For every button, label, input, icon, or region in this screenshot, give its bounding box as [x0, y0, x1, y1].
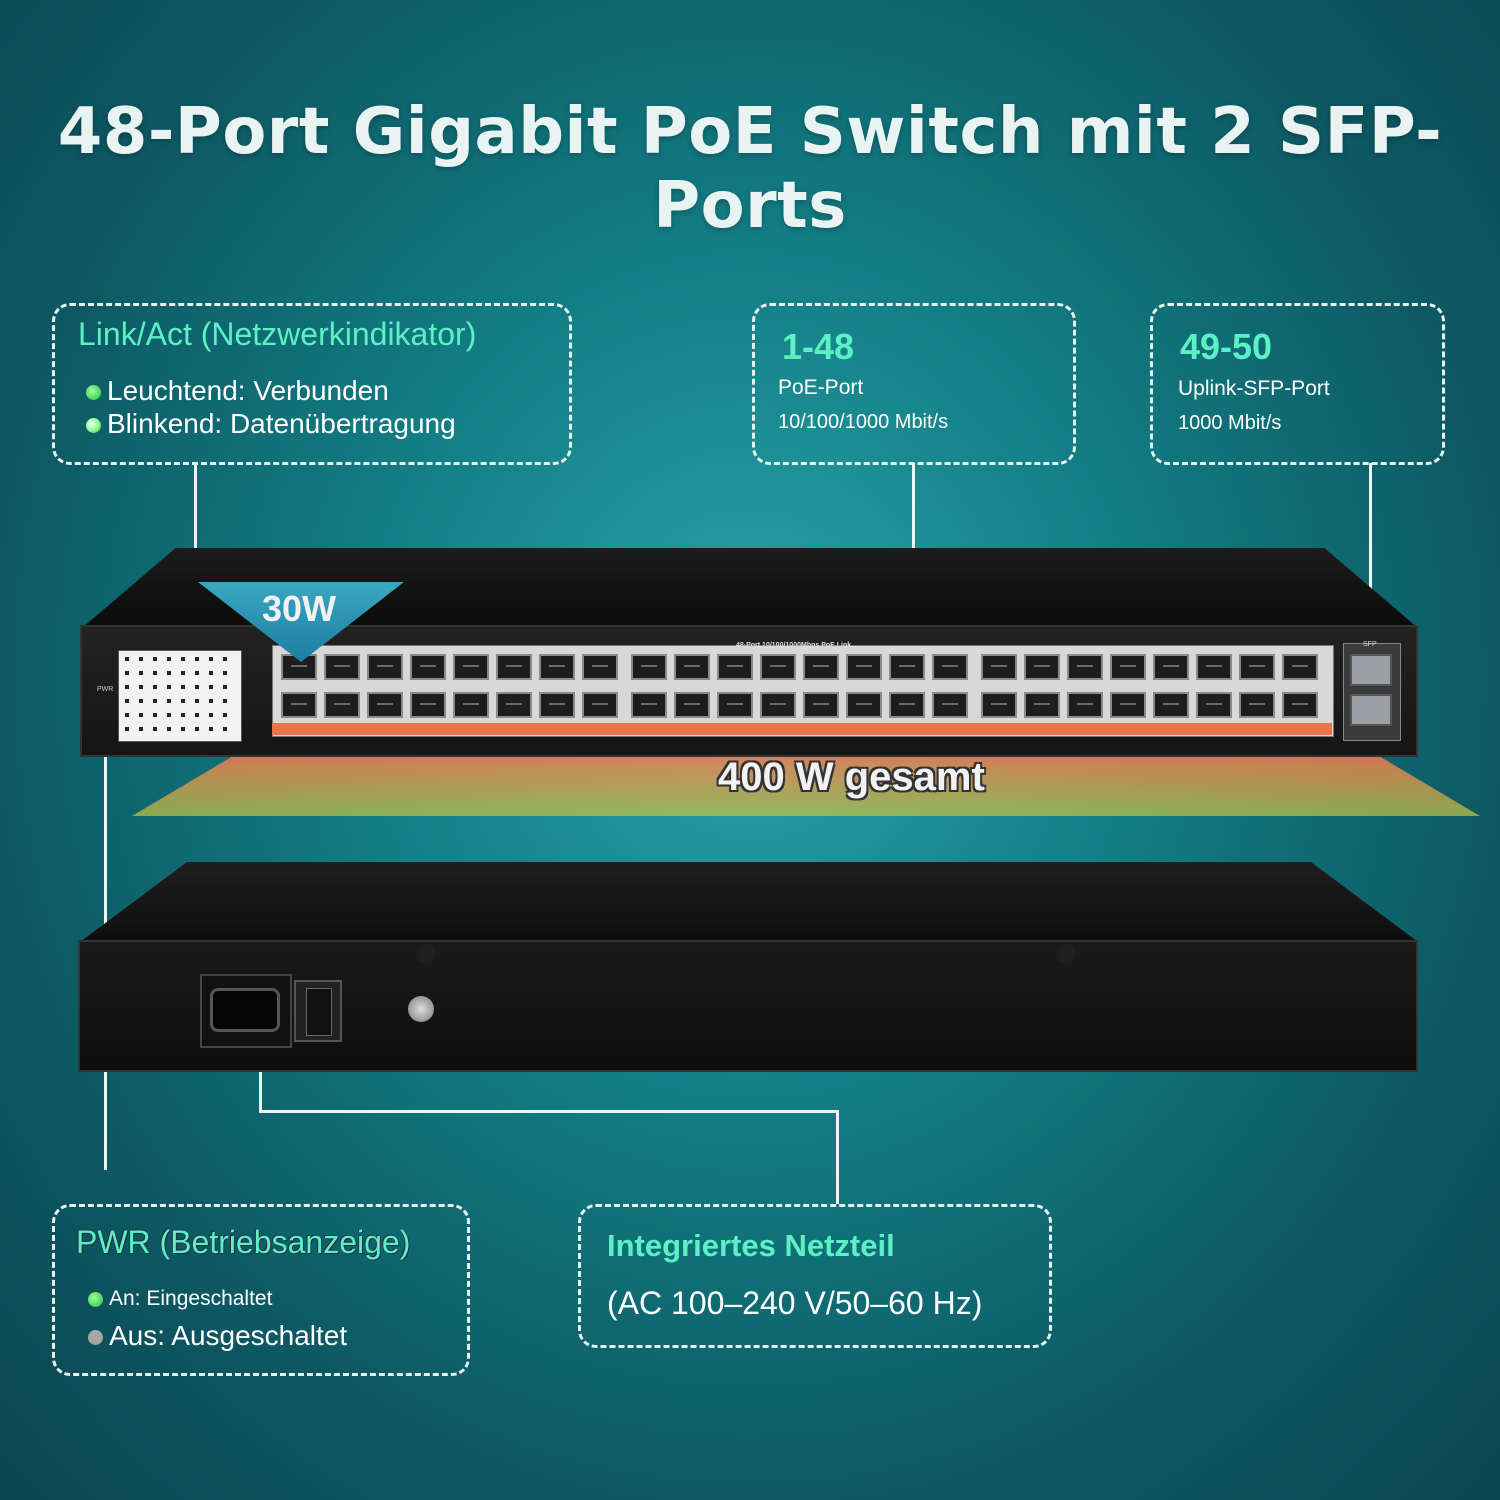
- psu-callout: [578, 1204, 1052, 1348]
- poe-ports-heading: 1-48: [782, 326, 855, 367]
- per-port-power-label: 30W: [262, 588, 337, 629]
- connector-line: [259, 1110, 839, 1113]
- rj45-port: [717, 692, 753, 718]
- rj45-port: [803, 692, 839, 718]
- port-led-panel: [118, 650, 242, 742]
- sfp-ports-speed: 1000 Mbit/s: [1178, 412, 1282, 434]
- rj45-port: [410, 654, 446, 680]
- rj45-port: [539, 692, 575, 718]
- grey-led-icon: [88, 1330, 103, 1346]
- rj45-port: [717, 654, 753, 680]
- pwr-heading: PWR (Betriebsanzeige): [76, 1224, 411, 1260]
- rj45-port: [1024, 654, 1060, 680]
- sfp-ports-heading: 49-50: [1180, 326, 1273, 367]
- link-act-item-label: Leuchtend: Verbunden: [107, 375, 389, 406]
- rj45-port: [281, 692, 317, 718]
- pwr-item-label: Aus: Ausgeschaltet: [109, 1320, 348, 1351]
- green-led-icon: [86, 385, 101, 401]
- link-act-callout: [52, 303, 572, 465]
- ac-power-inlet: [200, 974, 292, 1048]
- rj45-port: [1067, 654, 1103, 680]
- rj45-port: [1282, 692, 1318, 718]
- connector-line: [259, 1048, 262, 1112]
- rj45-port: [981, 692, 1017, 718]
- rj45-port: [410, 692, 446, 718]
- total-power-label: 400 W gesamt: [718, 755, 985, 799]
- rj45-port: [496, 692, 532, 718]
- rj45-port: [367, 692, 403, 718]
- rj45-port: [1110, 654, 1146, 680]
- rj45-port: [1067, 692, 1103, 718]
- sfp-label: SFP: [1363, 641, 1377, 648]
- connector-line: [836, 1110, 839, 1204]
- rj45-port: [631, 692, 667, 718]
- rj45-port: [1239, 692, 1275, 718]
- rj45-port: [539, 654, 575, 680]
- rj45-port: [1153, 692, 1189, 718]
- psu-spec: (AC 100–240 V/50–60 Hz): [607, 1285, 983, 1321]
- poe-ports-type: PoE-Port: [778, 376, 864, 399]
- page-title: 48-Port Gigabit PoE Switch mit 2 SFP-Por…: [57, 95, 1443, 243]
- ground-screw-icon: [408, 996, 434, 1022]
- rj45-port: [1239, 654, 1275, 680]
- rj45-port: [846, 692, 882, 718]
- green-led-icon: [88, 1291, 103, 1307]
- rj45-port: [1110, 692, 1146, 718]
- rj45-port: [889, 654, 925, 680]
- pwr-item-on: An: Eingeschaltet: [88, 1287, 272, 1311]
- sfp-ports-callout: [1150, 303, 1445, 465]
- pwr-label: PWR: [97, 686, 114, 693]
- connector-line: [1369, 463, 1372, 643]
- port-number-strip: [272, 723, 1332, 735]
- rj45-port: [1282, 654, 1318, 680]
- sfp-ports-type: Uplink-SFP-Port: [1178, 377, 1330, 400]
- pwr-item-off: Aus: Ausgeschaltet: [88, 1320, 347, 1352]
- rj45-port: [1153, 654, 1189, 680]
- sfp-port: [1350, 654, 1392, 686]
- rj45-port: [324, 654, 360, 680]
- rj45-port: [1196, 654, 1232, 680]
- rj45-port: [496, 654, 532, 680]
- rj45-port: [981, 654, 1017, 680]
- rj45-port: [1196, 692, 1232, 718]
- sfp-port: [1350, 694, 1392, 726]
- rj45-port: [674, 692, 710, 718]
- rj45-port: [453, 692, 489, 718]
- link-act-item-2: Blinkend: Datenübertragung: [86, 408, 456, 440]
- pwr-item-label: An: Eingeschaltet: [109, 1287, 273, 1310]
- rj45-port: [932, 654, 968, 680]
- rj45-port: [367, 654, 403, 680]
- mount-screw-icon: [1056, 944, 1076, 964]
- rocker-switch-icon: [306, 988, 332, 1036]
- link-act-heading: Link/Act (Netzwerkindikator): [78, 316, 477, 352]
- rj45-port: [932, 692, 968, 718]
- rj45-port: [453, 654, 489, 680]
- poe-ports-speed: 10/100/1000 Mbit/s: [778, 411, 949, 433]
- led-grid-icon: [125, 657, 227, 731]
- pwr-callout: [52, 1204, 470, 1376]
- front-panel-label: 48-Port 10/100/1000Mbps PoE Link: [736, 642, 852, 649]
- rj45-port: [674, 654, 710, 680]
- rj45-port: [324, 692, 360, 718]
- rj45-port: [631, 654, 667, 680]
- rj45-port: [889, 692, 925, 718]
- rj45-port: [760, 654, 796, 680]
- power-switch: [294, 980, 342, 1042]
- switch-back-top: [80, 862, 1418, 942]
- rj45-port: [803, 654, 839, 680]
- rj45-port-block: [272, 645, 1334, 737]
- rj45-port: [846, 654, 882, 680]
- rj45-port: [760, 692, 796, 718]
- power-socket-icon: [210, 988, 280, 1032]
- link-act-item-1: Leuchtend: Verbunden: [86, 375, 389, 407]
- rj45-port: [582, 654, 618, 680]
- sfp-port-block: [1343, 643, 1401, 741]
- rj45-port: [1024, 692, 1060, 718]
- rj45-port: [582, 692, 618, 718]
- link-act-item-label: Blinkend: Datenübertragung: [107, 408, 456, 439]
- mount-screw-icon: [416, 944, 436, 964]
- blinking-led-icon: [86, 418, 101, 434]
- psu-heading: Integriertes Netzteil: [607, 1228, 895, 1263]
